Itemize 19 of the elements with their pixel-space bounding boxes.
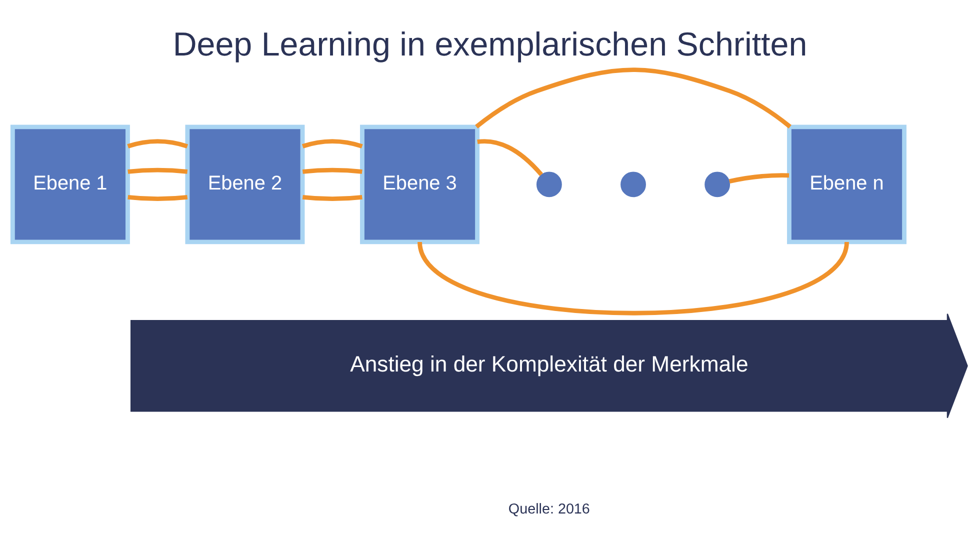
node-box: Ebene 1 <box>10 124 130 244</box>
node-box: Ebene 2 <box>185 124 305 244</box>
connector <box>302 167 362 174</box>
connector <box>418 240 849 315</box>
node-circle <box>536 171 562 197</box>
diagram-title: Deep Learning in exemplarischen Schritten <box>172 26 808 63</box>
connector <box>477 138 543 176</box>
node-circle <box>620 171 646 197</box>
connector <box>475 67 792 128</box>
node-box: Ebene n <box>787 124 906 244</box>
connector <box>729 172 790 183</box>
connector <box>128 194 188 201</box>
connector <box>302 138 363 148</box>
label: Quelle: 2016 <box>508 500 590 517</box>
connector <box>127 138 188 148</box>
node-box: Ebene 3 <box>360 124 480 244</box>
connector <box>128 167 188 174</box>
connector <box>302 194 362 201</box>
node-circle <box>704 171 730 197</box>
